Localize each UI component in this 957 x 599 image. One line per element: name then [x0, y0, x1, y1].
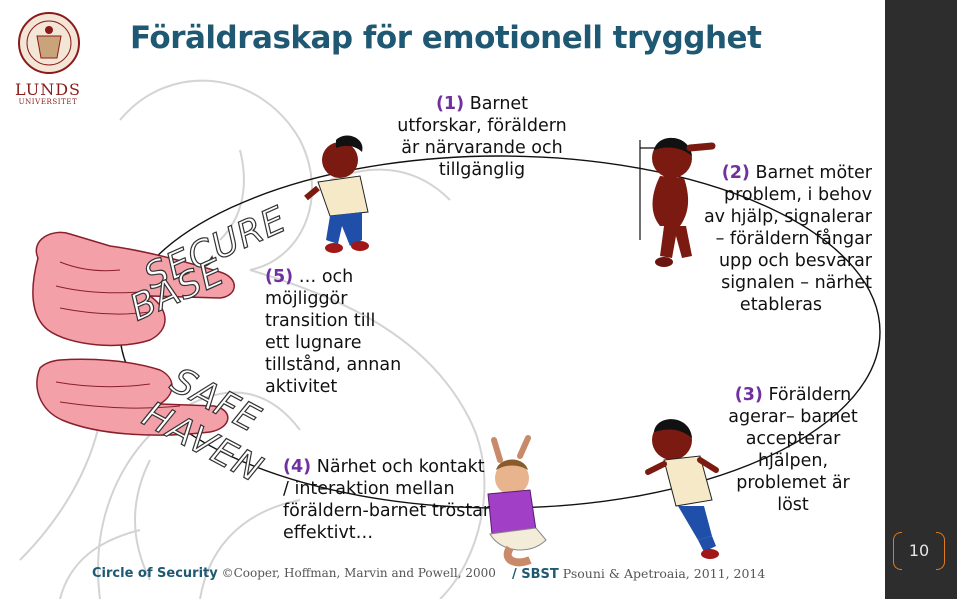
step-2-line: problem, i behov — [724, 185, 872, 205]
step-1-line: tillgänglig — [438, 160, 526, 180]
step-2-line: av hjälp, signalerar — [703, 207, 872, 227]
step-4-line: effektivt… — [283, 523, 374, 543]
step-2-line: etableras — [739, 295, 823, 315]
step-3-line: Föräldern — [768, 385, 852, 405]
footer-right-text: Psouni & Apetroaia, 2011, 2014 — [562, 566, 766, 581]
step-4-line: Närhet och kontakt — [316, 457, 485, 477]
step-4-number: (4) — [283, 457, 312, 477]
step-3-text: (3) Föräldern agerar– barnet accepterar … — [708, 384, 878, 516]
footer-credit-right: / SBST Psouni & Apetroaia, 2011, 2014 — [512, 566, 765, 582]
footer-left-text: ©Cooper, Hoffman, Marvin and Powell, 200… — [221, 566, 496, 580]
step-3-line: löst — [777, 495, 809, 515]
step-4-line: / interaktion mellan — [283, 479, 455, 499]
step-5-text: (5) … och möjliggör transition till ett … — [265, 266, 435, 398]
slide-title: Föräldraskap för emotionell trygghet — [130, 20, 762, 56]
logo-wordmark: LUNDS UNIVERSITET — [6, 80, 90, 107]
step-2-text: (2) Barnet möter problem, i behov av hjä… — [660, 162, 872, 316]
slide-sidebar — [885, 0, 957, 599]
step-4-text: (4) Närhet och kontakt / interaktion mel… — [283, 456, 523, 544]
step-5-line: möjliggör — [265, 289, 348, 309]
step-2-line: Barnet möter — [755, 163, 872, 183]
step-3-line: hjälpen, — [757, 451, 829, 471]
safe-haven-hand-icon — [36, 358, 229, 436]
step-5-line: … och — [298, 267, 354, 287]
step-5-line: transition till — [265, 311, 376, 331]
step-1-line: utforskar, föräldern — [397, 116, 567, 136]
step-2-line: signalen – närhet — [721, 273, 872, 293]
step-1-text: (1) Barnet utforskar, föräldern är närva… — [372, 93, 592, 181]
step-5-line: aktivitet — [265, 377, 338, 397]
lunds-seal-logo — [18, 12, 80, 74]
slide-number-bracket-left — [893, 532, 902, 570]
step-5-number: (5) — [265, 267, 294, 287]
step-3-line: accepterar — [745, 429, 841, 449]
step-1-line: är närvarande och — [401, 138, 563, 158]
child-exploring-figure — [304, 135, 369, 253]
slide-number-bracket-right — [936, 532, 945, 570]
logo-subtitle: UNIVERSITET — [18, 98, 78, 106]
step-5-line: ett lugnare — [265, 333, 362, 353]
step-3-line: agerar– barnet — [728, 407, 858, 427]
slide: LUNDS UNIVERSITET Föräldraskap för emoti… — [0, 0, 885, 599]
child-accepts-help-figure — [645, 419, 719, 559]
footer-credit-left: Circle of Security ©Cooper, Hoffman, Mar… — [92, 566, 496, 581]
step-1-line: Barnet — [469, 94, 529, 114]
step-4-line: föräldern-barnet tröstar — [283, 501, 491, 521]
step-3-number: (3) — [734, 385, 763, 405]
child-needs-help-figure — [652, 137, 716, 267]
footer-right-bold: / SBST — [512, 567, 559, 582]
slide-number: 10 — [889, 532, 949, 570]
step-2-line: upp och besvarar — [718, 251, 872, 271]
footer-left-bold: Circle of Security — [92, 566, 218, 581]
diagram-graphics — [19, 79, 881, 599]
step-3-line: problemet är — [736, 473, 850, 493]
child-reaching-up-figure — [487, 435, 547, 567]
step-1-number: (1) — [435, 94, 465, 114]
logo-name: LUNDS — [14, 80, 82, 99]
slide-number-value: 10 — [908, 540, 930, 560]
step-2-line: – föräldern fångar — [715, 229, 872, 249]
secure-base-hand-icon — [32, 231, 235, 347]
step-2-number: (2) — [721, 163, 750, 183]
step-5-line: tillstånd, annan — [265, 355, 402, 375]
